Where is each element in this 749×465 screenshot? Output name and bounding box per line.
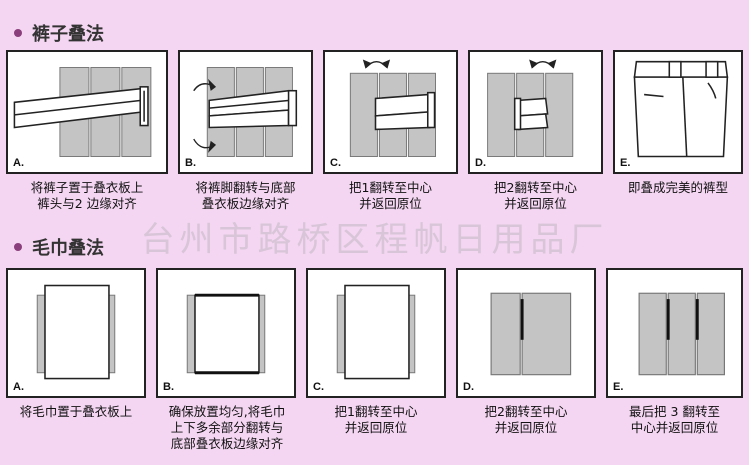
- towel-step-d-label: D.: [463, 381, 474, 393]
- towel-step-a-panel: A.: [6, 268, 146, 398]
- towel-step-a-label: A.: [13, 381, 24, 393]
- pants-step-a-caption: 将裤子置于叠衣板上 裤头与2 边缘对齐: [30, 180, 144, 211]
- pants-step-c-illustration: [349, 59, 436, 157]
- towel-step-e-panel: E.: [606, 268, 743, 398]
- towel-step-d-panel: D.: [456, 268, 596, 398]
- pants-step-e-caption: 即叠成完美的裤型: [627, 180, 728, 195]
- pants-step-a-illustration: [13, 67, 152, 157]
- pants-step-a-panel: A.: [6, 50, 168, 174]
- pants-step-a-label: A.: [13, 157, 24, 169]
- towel-step-e-illustration: [638, 292, 725, 376]
- pants-step-b-caption: 将裤脚翻转与底部 叠衣板边缘对齐: [195, 180, 296, 211]
- pants-step-e-panel: E.: [613, 50, 743, 174]
- towel-step-b-label: B.: [163, 381, 174, 393]
- towel-step-e-caption: 最后把 3 翻转至 中心并返回原位: [629, 404, 720, 435]
- flip-arrow-icon: [362, 59, 391, 69]
- pants-step-b-panel: B.: [178, 50, 313, 174]
- towel-step-e-label: E.: [613, 381, 624, 393]
- pants-step-b-illustration: [193, 67, 298, 157]
- watermark-text: 台州市路桥区程帆日用品厂: [140, 220, 609, 260]
- towel-step-c-caption: 把1翻转至中心 并返回原位: [334, 404, 418, 435]
- towel-title: 毛巾叠法: [32, 238, 104, 259]
- pants-step-d-panel: D.: [468, 50, 603, 174]
- pants-step-c-panel: C.: [323, 50, 458, 174]
- towel-step-b-panel: B.: [156, 268, 296, 398]
- towel-step-a-illustration: [36, 284, 116, 380]
- bullet-icon: [14, 29, 22, 37]
- towel-step-d-caption: 把2翻转至中心 并返回原位: [484, 404, 568, 435]
- towel-step-c-label: C.: [313, 381, 324, 393]
- pants-step-d-label: D.: [475, 157, 486, 169]
- flip-arrow-icon: [529, 59, 557, 69]
- pants-step-c-caption: 把1翻转至中心 并返回原位: [349, 180, 432, 211]
- towel-step-b-illustration: [186, 293, 266, 375]
- towel-step-b-caption: 确保放置均匀,将毛巾 上下多余部分翻转与 底部叠衣板边缘对齐: [168, 404, 286, 451]
- towel-step-c-panel: C.: [306, 268, 446, 398]
- towel-step-d-illustration: [490, 292, 572, 376]
- section-title-towel: 毛巾叠法: [14, 234, 104, 260]
- towel-step-c-illustration: [336, 284, 416, 380]
- pants-step-b-label: B.: [185, 157, 196, 169]
- pants-step-c-label: C.: [330, 157, 341, 169]
- pants-step-d-caption: 把2翻转至中心 并返回原位: [494, 180, 577, 211]
- bullet-icon: [14, 243, 22, 251]
- pants-step-e-illustration: [633, 60, 729, 158]
- section-title-pants: 裤子叠法: [14, 20, 104, 46]
- pants-step-e-label: E.: [620, 157, 631, 169]
- pants-title: 裤子叠法: [32, 24, 104, 45]
- pants-step-d-illustration: [487, 59, 574, 157]
- towel-step-a-caption: 将毛巾置于叠衣板上: [19, 404, 133, 419]
